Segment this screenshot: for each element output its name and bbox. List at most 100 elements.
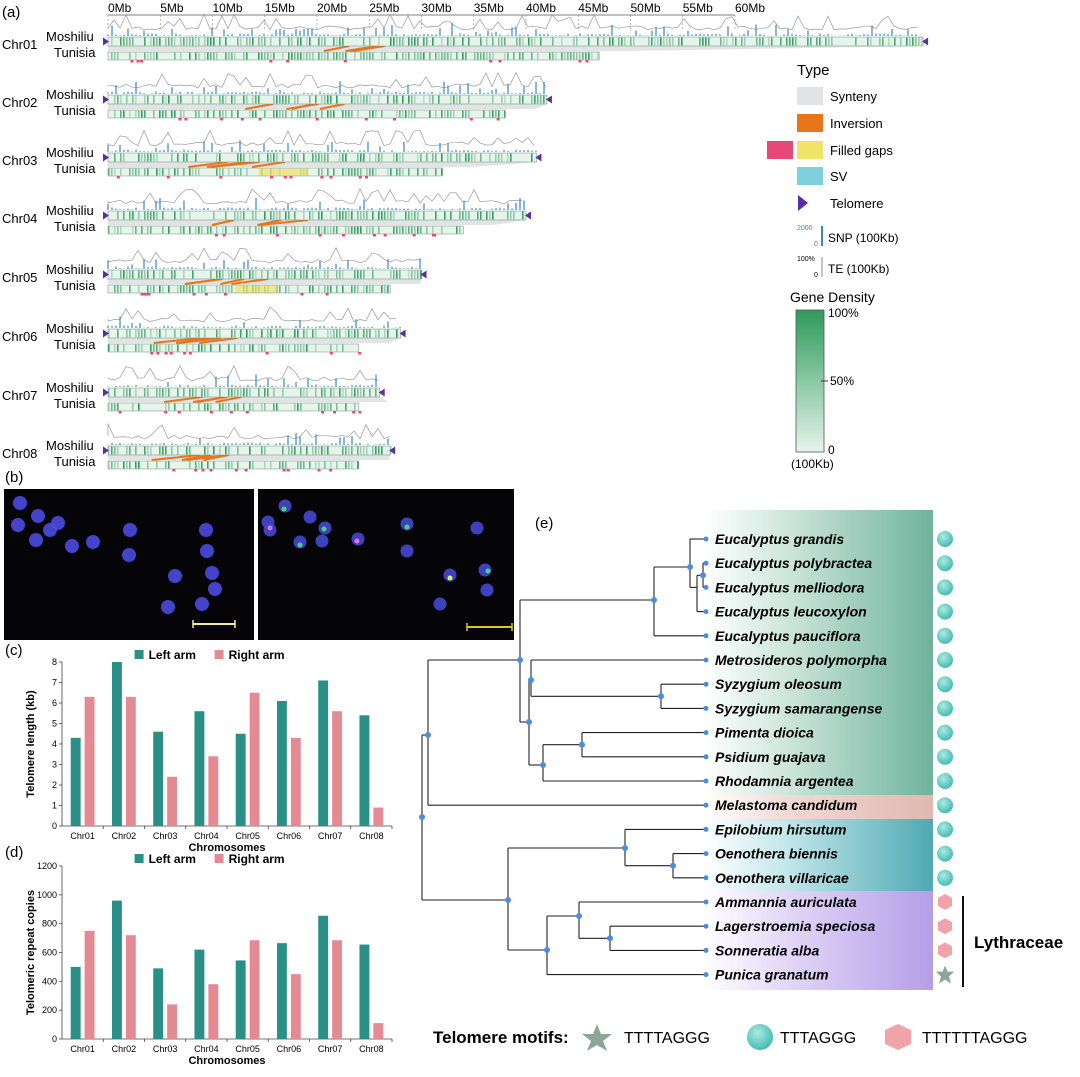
gene-density-stripe (354, 285, 356, 293)
gene-density-stripe (561, 37, 563, 46)
y-tick-label: 600 (42, 948, 57, 958)
gene-density-stripe (294, 95, 296, 104)
gene-density-stripe (318, 270, 320, 279)
filled-gap-mark (358, 411, 362, 414)
gene-density-stripe (531, 95, 533, 104)
gene-density-stripe (282, 461, 284, 469)
gene-density-stripe (354, 52, 356, 60)
gene-density-stripe (225, 110, 227, 118)
filled-gap-mark (240, 118, 244, 121)
motif-circle-icon (937, 797, 953, 814)
gene-density-stripe (171, 153, 173, 162)
x-tick-label: Chr01 (70, 1044, 95, 1054)
gene-density-stripe (336, 37, 338, 46)
gene-density-stripe (141, 110, 143, 118)
gene-density-stripe (192, 95, 194, 104)
motif-hex-icon (938, 942, 952, 959)
filled-gap-mark (433, 234, 437, 237)
gene-density-stripe (264, 110, 266, 118)
gene-density-stripe (219, 388, 221, 397)
bar-right-arm (249, 940, 260, 1039)
gene-density-stripe (441, 52, 443, 60)
bar-left-arm (318, 915, 329, 1039)
gene-density-stripe (117, 95, 119, 104)
gene-density-stripe (399, 168, 401, 176)
gene-density-stripe (300, 344, 302, 352)
gene-density-stripe (426, 37, 428, 46)
gene-density-stripe (483, 110, 485, 118)
gene-density-stripe (420, 52, 422, 60)
gene-density-stripe (228, 403, 230, 411)
telomere-marker-right (389, 446, 396, 455)
gene-density-stripe (507, 52, 509, 60)
gene-density-stripe (111, 446, 113, 455)
gene-density-stripe (288, 37, 290, 46)
gene-density-stripe (333, 226, 335, 234)
gene-density-stripe (180, 211, 182, 220)
gene-density-stripe (234, 168, 236, 176)
gene-density-stripe (462, 211, 464, 220)
filled-gap-mark (220, 118, 224, 121)
gene-density-stripe (699, 37, 701, 46)
telomere-marker-left (103, 211, 109, 220)
gene-density-stripe (309, 110, 311, 118)
legend-te-max: 100% (797, 256, 815, 263)
gene-density-stripe (363, 446, 365, 455)
gene-density-stripe (321, 110, 323, 118)
legend-filled-gap-pink-swatch (767, 141, 793, 159)
gene-density-stripe (519, 95, 521, 104)
gene-density-stripe (360, 211, 362, 220)
gene-density-stripe (429, 52, 431, 60)
gene-density-stripe (354, 329, 356, 338)
gene-density-stripe (114, 388, 116, 397)
gene-density-stripe (279, 285, 281, 293)
gene-density-stripe (276, 153, 278, 162)
filled-gap-mark (329, 352, 333, 355)
gene-density-stripe (441, 226, 443, 234)
gene-density-stripe (321, 95, 323, 104)
motif-circle-icon (937, 773, 953, 789)
gene-density-stripe (513, 52, 515, 60)
gene-density-stripe (363, 270, 365, 279)
legend-telomere-icon (798, 195, 808, 211)
gene-density-stripe (351, 388, 353, 397)
gene-density-stripe (123, 388, 125, 397)
gene-density-stripe (135, 95, 137, 104)
gene-density-stripe (348, 211, 350, 220)
gene-density-stripe (273, 388, 275, 397)
gene-density-stripe (297, 329, 299, 338)
gene-density-stripe (204, 446, 206, 455)
panel-label-d: (d) (5, 844, 23, 861)
gene-density-stripe (324, 226, 326, 234)
gene-density-stripe (372, 270, 374, 279)
gene-density-stripe (111, 52, 113, 60)
gene-density-stripe (231, 388, 233, 397)
gene-density-stripe (180, 285, 182, 293)
gene-density-stripe (396, 168, 398, 176)
gene-density-stripe (162, 95, 164, 104)
gene-density-stripe (156, 211, 158, 220)
gene-density-stripe (150, 226, 152, 234)
gene-density-stripe (633, 37, 635, 46)
gene-density-stripe (411, 95, 413, 104)
genome-label-tunisia: Tunisia (54, 103, 96, 118)
genome-label-moshiliu: Moshiliu (46, 321, 94, 336)
gene-density-stripe (357, 329, 359, 338)
gene-density-stripe (336, 403, 338, 411)
gene-density-stripe (174, 37, 176, 46)
gene-density-stripe (414, 52, 416, 60)
gene-density-stripe (129, 446, 131, 455)
gene-density-stripe (345, 329, 347, 338)
legend-sv-swatch (797, 167, 823, 185)
gene-density-stripe (201, 388, 203, 397)
gene-density-stripe (351, 461, 353, 469)
nucleus (11, 518, 25, 532)
gene-density-stripe (168, 461, 170, 469)
gene-density-stripe (117, 344, 119, 352)
nucleus (51, 516, 65, 530)
gene-density-stripe (357, 168, 359, 176)
gene-density-stripe (288, 446, 290, 455)
gene-density-stripe (249, 226, 251, 234)
gene-density-stripe (258, 153, 260, 162)
filled-gap-mark (343, 60, 347, 63)
